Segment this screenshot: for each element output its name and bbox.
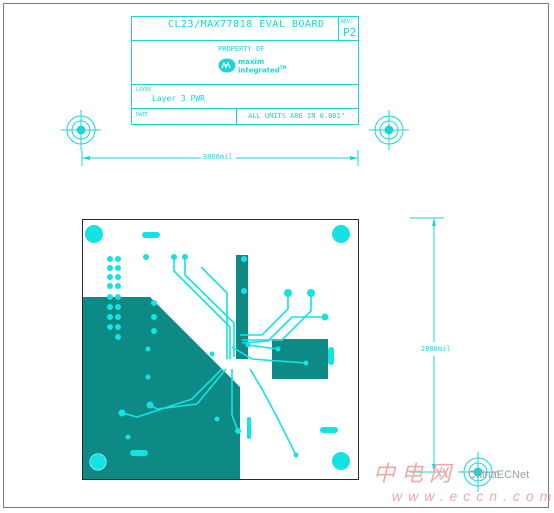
width-dimension-line	[81, 150, 359, 166]
drawing-frame	[3, 3, 549, 508]
units-note: ALL UNITS ARE IN 0.001"	[248, 112, 345, 120]
title-row	[132, 17, 358, 41]
width-dimension-label: 3000mil	[203, 153, 233, 161]
target-icon	[61, 110, 101, 150]
layer-value: Layer 3 PWR	[152, 94, 205, 103]
rev-value: P2	[343, 26, 357, 39]
target-icon	[369, 110, 409, 150]
date-divider	[236, 109, 237, 125]
height-dimension-label: 2800mil	[421, 345, 451, 353]
property-row	[132, 41, 358, 85]
rev-label: REV:	[341, 19, 354, 25]
company-name-line2: integratedTM	[238, 65, 287, 74]
layer-label: LAYER	[136, 87, 152, 93]
company-name-integrated: integrated	[238, 66, 280, 75]
watermark-url: www.eccn.com	[392, 488, 554, 504]
company-name-line1: maxim	[238, 58, 265, 66]
maxim-logo-icon	[218, 58, 236, 73]
watermark-chinese: 中电网	[373, 462, 458, 487]
title-block: CL23/MAX77818 EVAL BOARD REV: P2 PROPERT…	[131, 16, 359, 125]
trademark-mark: TM	[279, 65, 287, 70]
pcb-layer-artwork	[82, 219, 359, 480]
layer-row	[132, 85, 358, 109]
board-title: CL23/MAX77818 EVAL BOARD	[168, 19, 325, 30]
watermark-latin: ChinaECNet	[468, 469, 530, 481]
rev-divider	[338, 17, 339, 41]
height-dimension-line	[410, 217, 444, 473]
date-label: DATE	[136, 112, 149, 118]
property-of-text: PROPERTY OF	[218, 45, 265, 53]
target-icon	[458, 452, 498, 492]
